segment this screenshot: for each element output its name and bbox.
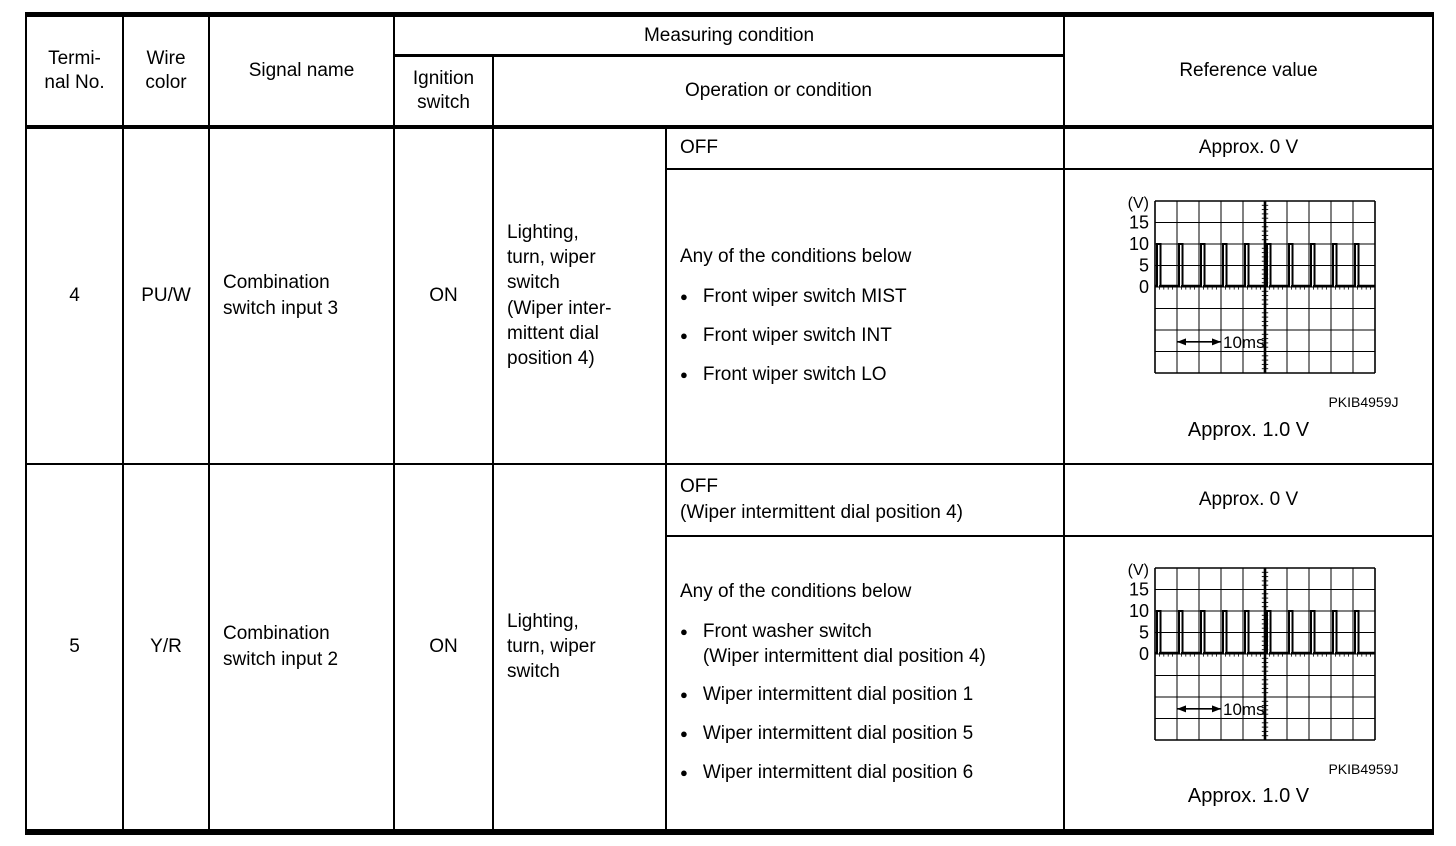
operation-switch-description: Lighting, turn, wiper switch	[492, 462, 667, 833]
waveform-reference-value: Approx. 1.0 V	[1187, 785, 1310, 808]
bullet-icon: ●	[680, 367, 688, 383]
wire-color-value: PU/W	[122, 125, 210, 465]
condition-text: Front wiper switch LO	[702, 364, 887, 386]
waveform-reference-value: Approx. 1.0 V	[1187, 418, 1310, 441]
terminal-reference-table: Termi- nal No. Wire color Signal name Me…	[25, 12, 1435, 835]
svg-text:(V): (V)	[1127, 562, 1148, 579]
figure-id: PKIB4959J	[1328, 760, 1399, 777]
table-subrow-terminal-5-active: Any of the conditions below ● Front wash…	[26, 534, 1435, 833]
svg-text:0: 0	[1139, 277, 1149, 297]
list-item: ● Front wiper switch INT	[680, 323, 1055, 349]
bullet-icon: ●	[680, 289, 688, 305]
bullet-icon: ●	[680, 328, 688, 344]
conditions-intro: Any of the conditions below	[680, 580, 912, 602]
list-item: ● Wiper intermittent dial position 5	[680, 721, 1055, 747]
list-item: ● Front washer switch (Wiper intermitten…	[680, 619, 1055, 669]
condition-any-list: Any of the conditions below ● Front wash…	[664, 534, 1066, 833]
table-row-terminal-4: 4 PU/W Combination switch input 3 ON Lig…	[25, 125, 1435, 465]
svg-text:5: 5	[1139, 622, 1149, 642]
ignition-switch-value: ON	[393, 462, 494, 833]
svg-text:15: 15	[1128, 213, 1148, 233]
svg-text:(V): (V)	[1127, 195, 1148, 212]
list-item: ● Wiper intermittent dial position 1	[680, 682, 1055, 708]
reference-value-off: Approx. 0 V	[1063, 125, 1435, 170]
svg-text:10ms: 10ms	[1223, 699, 1265, 718]
conditions-intro: Any of the conditions below	[680, 245, 912, 267]
list-item: ● Front wiper switch MIST	[680, 284, 1055, 310]
col-header-ignition-switch: Ignition switch	[393, 54, 494, 129]
operation-switch-description: Lighting, turn, wiper switch (Wiper inte…	[492, 125, 667, 465]
bullet-icon: ●	[680, 765, 688, 781]
col-header-wire-color: Wire color	[122, 13, 210, 129]
condition-text: Wiper intermittent dial position 6	[702, 762, 974, 784]
col-header-terminal-no: Termi- nal No.	[25, 13, 124, 129]
svg-text:15: 15	[1128, 579, 1148, 599]
col-header-operation-or-condition: Operation or condition	[491, 54, 1066, 129]
svg-text:10: 10	[1128, 601, 1148, 621]
table-subrow-terminal-4-active: Any of the conditions below ● Front wipe…	[26, 167, 1435, 465]
condition-off: OFF (Wiper intermittent dial position 4)	[664, 462, 1066, 537]
terminal-no-value: 4	[25, 125, 124, 465]
condition-text: Front wiper switch INT	[702, 325, 892, 347]
wire-color-value: Y/R	[122, 462, 210, 833]
svg-text:5: 5	[1139, 256, 1149, 276]
bullet-icon: ●	[680, 623, 688, 639]
signal-name-value: Combination switch input 2	[208, 462, 395, 833]
col-header-signal-name: Signal name	[208, 13, 395, 129]
condition-text: Wiper intermittent dial position 5	[702, 723, 974, 745]
terminal-no-value: 5	[25, 462, 124, 833]
ignition-switch-value: ON	[393, 125, 494, 465]
condition-text: Front washer switch (Wiper intermittent …	[702, 620, 986, 668]
condition-any-list: Any of the conditions below ● Front wipe…	[664, 167, 1066, 465]
condition-off: OFF	[664, 125, 1066, 170]
table-row-terminal-5: 5 Y/R Combination switch input 2 ON Ligh…	[25, 462, 1435, 833]
bullet-icon: ●	[680, 726, 688, 742]
col-header-measuring-condition: Measuring condition	[392, 13, 1066, 57]
svg-text:0: 0	[1139, 644, 1149, 664]
list-item: ● Wiper intermittent dial position 6	[680, 760, 1055, 786]
condition-text: Wiper intermittent dial position 1	[702, 684, 974, 706]
svg-text:10ms: 10ms	[1223, 333, 1265, 352]
col-header-reference-value: Reference value	[1063, 13, 1435, 129]
svg-text:10: 10	[1128, 234, 1148, 254]
list-item: ● Front wiper switch LO	[680, 362, 1055, 388]
condition-text: Front wiper switch MIST	[702, 286, 907, 308]
signal-name-value: Combination switch input 3	[208, 125, 395, 465]
reference-value-off: Approx. 0 V	[1063, 462, 1435, 537]
figure-id: PKIB4959J	[1328, 394, 1399, 411]
bullet-icon: ●	[680, 687, 688, 703]
